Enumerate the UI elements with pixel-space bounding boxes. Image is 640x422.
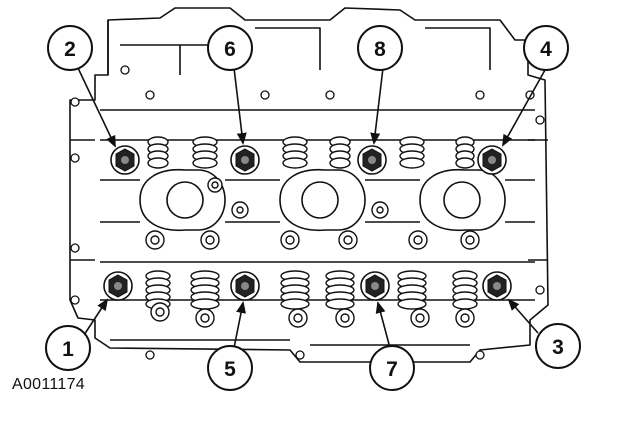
figure-reference-code: A0011174: [12, 376, 85, 393]
cylinder-head-outline: [69, 7, 549, 363]
leader-4: [502, 69, 546, 147]
leader-7: [375, 301, 391, 349]
callout-6-number: 6: [224, 38, 236, 61]
callout-5-number: 5: [224, 358, 236, 381]
callout-2: 2: [47, 25, 93, 71]
callout-8: 8: [357, 25, 403, 71]
leader-5: [233, 301, 246, 349]
valve-lifters: [145, 177, 480, 328]
callout-4: 4: [523, 25, 569, 71]
bolt-7: [360, 271, 390, 301]
callout-2-number: 2: [64, 38, 76, 61]
leader-1: [83, 298, 109, 336]
bolt-8: [357, 145, 387, 175]
camshaft-caps: [139, 168, 506, 232]
mounting-holes: [70, 65, 545, 360]
valve-springs-bottom: [145, 270, 478, 310]
leader-2: [77, 67, 116, 148]
callout-8-number: 8: [374, 38, 386, 61]
valve-springs-top: [147, 136, 475, 169]
leader-3: [507, 298, 539, 334]
callout-1: 1: [45, 325, 91, 371]
bolt-2: [110, 145, 140, 175]
callout-3: 3: [535, 323, 581, 369]
leader-8: [370, 67, 384, 145]
callout-3-number: 3: [552, 336, 564, 359]
bolt-1: [103, 271, 133, 301]
callout-4-number: 4: [540, 38, 552, 61]
bolt-6: [230, 145, 260, 175]
callout-6: 6: [207, 25, 253, 71]
callout-7-number: 7: [386, 358, 398, 381]
leader-6: [233, 67, 247, 145]
bolt-4: [477, 145, 507, 175]
leader-lines: [77, 67, 546, 349]
callout-7: 7: [369, 345, 415, 391]
callout-5: 5: [207, 345, 253, 391]
bolt-3: [482, 271, 512, 301]
callout-1-number: 1: [62, 338, 74, 361]
bolt-5: [230, 271, 260, 301]
